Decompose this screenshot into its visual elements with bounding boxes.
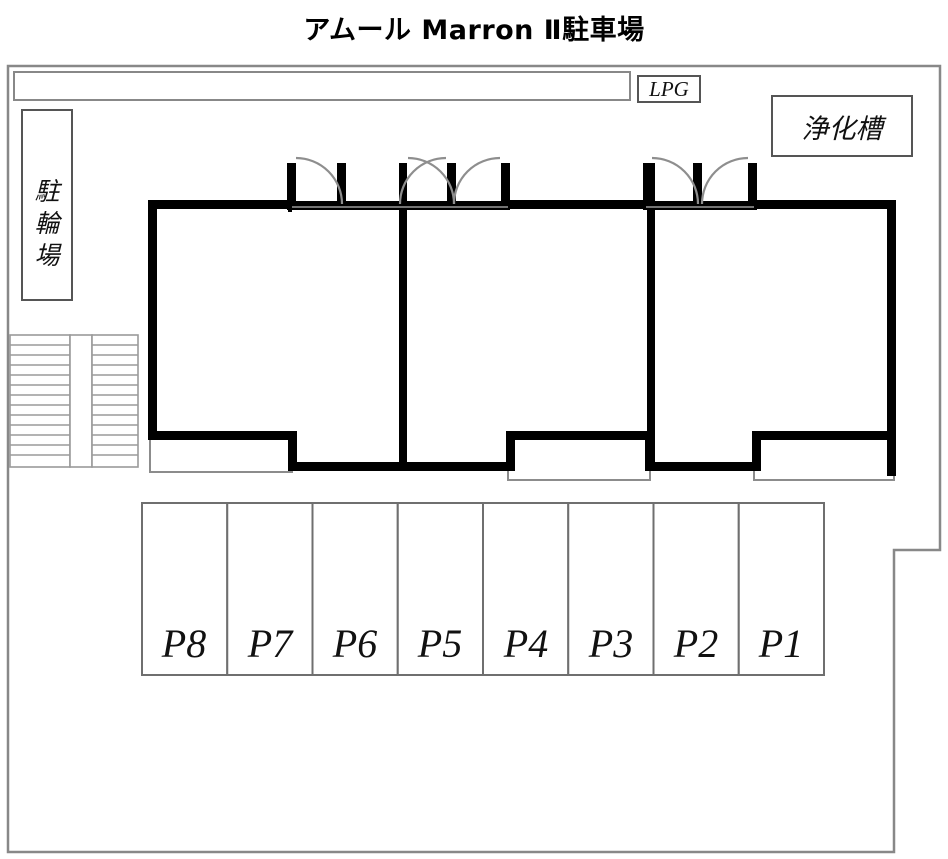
- stall-p6[interactable]: P6: [311, 502, 399, 676]
- door-stub-6: [693, 163, 702, 210]
- stall-p8-label: P8: [161, 621, 206, 666]
- lpg-box: [637, 75, 701, 103]
- bicycle-parking-label-char-1: 駐: [34, 177, 62, 206]
- door-swings-group: [295, 156, 749, 205]
- wall-bottom-segment-6: [752, 431, 896, 440]
- bicycle-parking-label-char-3: 場: [34, 241, 62, 270]
- stairs-steps-right: [92, 344, 138, 456]
- stall-p6-box[interactable]: [311, 502, 399, 676]
- stall-p7[interactable]: P7: [226, 502, 314, 676]
- door-arc-6: [700, 156, 749, 205]
- door-stub-4: [501, 163, 510, 210]
- door-arc-1: [295, 156, 344, 205]
- door-arc-2: [398, 156, 447, 205]
- balcony-return-1: [288, 431, 297, 471]
- top-strip-group: [13, 71, 631, 101]
- stall-p5-label: P5: [417, 621, 462, 666]
- interior-wall-2: [647, 163, 655, 470]
- wall-top-segment-3: [752, 200, 896, 209]
- stairs-steps-left: [10, 344, 70, 456]
- door-arc-3: [407, 156, 456, 205]
- wall-bottom-segment-2: [288, 462, 406, 471]
- door-arc-4: [452, 156, 501, 205]
- stall-p4[interactable]: P4: [482, 502, 570, 676]
- stall-p2-label: P2: [673, 621, 718, 666]
- septic-tank-label: 浄化槽: [802, 114, 888, 145]
- wall-bottom-segment-3: [399, 462, 509, 471]
- top-strip: [13, 71, 631, 101]
- door-stub-5: [643, 163, 652, 210]
- wall-bottom-segment-1: [148, 431, 296, 440]
- stall-p8[interactable]: P8: [141, 502, 229, 676]
- bicycle-parking-group: 駐 輪 場: [21, 109, 73, 301]
- stall-p2-box[interactable]: [652, 502, 740, 676]
- stall-p2[interactable]: P2: [652, 502, 740, 676]
- stall-p3[interactable]: P3: [567, 502, 655, 676]
- wall-top-segment-2: [504, 200, 652, 209]
- bicycle-parking-box: [21, 109, 73, 301]
- parking-row-group: P8 P7 P6 P5 P4 P3: [141, 502, 825, 676]
- door-stub-1: [287, 163, 296, 210]
- wall-left: [148, 200, 157, 440]
- stairs-group: [9, 334, 139, 468]
- wall-bottom-segment-5: [647, 462, 755, 471]
- balconies-group: [149, 433, 895, 481]
- lpg-label: LPG: [648, 77, 689, 101]
- stall-p5-box[interactable]: [396, 502, 484, 676]
- septic-tank-group: 浄化槽: [771, 95, 913, 157]
- stall-p6-label: P6: [332, 621, 377, 666]
- building-walls-group: [148, 163, 896, 476]
- stall-p5[interactable]: P5: [396, 502, 484, 676]
- septic-tank-box: [771, 95, 913, 157]
- balcony-return-2: [506, 431, 515, 471]
- stall-p4-label: P4: [503, 621, 548, 666]
- interior-wall-1: [399, 163, 407, 470]
- stall-p3-label: P3: [588, 621, 633, 666]
- balcony-return-4: [752, 431, 761, 471]
- stall-p1[interactable]: P1: [737, 502, 825, 676]
- stall-p4-box[interactable]: [482, 502, 570, 676]
- stall-p7-label: P7: [247, 621, 294, 666]
- wall-top-segment-1: [148, 200, 296, 209]
- page-title: アムール Marron Ⅱ駐車場: [303, 15, 645, 46]
- lpg-box-group: LPG: [637, 75, 701, 103]
- wall-right: [887, 200, 896, 476]
- door-stub-2: [337, 163, 346, 210]
- stall-p1-label: P1: [758, 621, 803, 666]
- wall-bottom-segment-4: [506, 431, 652, 440]
- balcony-2: [507, 433, 651, 481]
- balcony-3: [753, 433, 895, 481]
- stairs-landing: [69, 334, 93, 468]
- bicycle-parking-label-char-2: 輪: [34, 209, 62, 238]
- stall-p8-box[interactable]: [141, 502, 229, 676]
- balcony-1: [149, 433, 293, 473]
- door-arc-5: [651, 156, 700, 205]
- door-stub-7: [748, 163, 757, 210]
- stall-p1-box[interactable]: [737, 502, 825, 676]
- balcony-return-3: [645, 431, 654, 471]
